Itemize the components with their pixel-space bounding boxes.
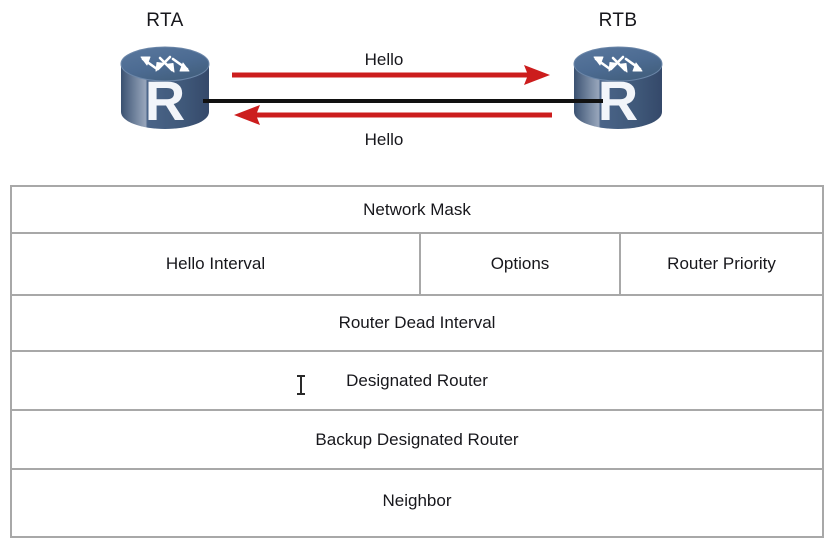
table-row: Router Dead Interval — [12, 296, 822, 352]
cell-hello-interval: Hello Interval — [12, 234, 421, 294]
ospf-hello-packet-table: Network Mask Hello Interval Options Rout… — [10, 185, 824, 538]
table-row: Designated Router — [12, 352, 822, 411]
ethernet-link-line — [203, 99, 603, 103]
cell-backup-designated-router: Backup Designated Router — [315, 429, 519, 449]
hello-label-bottom: Hello — [364, 130, 404, 149]
table-row: Backup Designated Router — [12, 411, 822, 470]
cell-router-priority: Router Priority — [667, 254, 776, 273]
cell-options: Options — [421, 234, 621, 294]
svg-text:R: R — [145, 69, 185, 132]
table-row: Neighbor — [12, 470, 822, 531]
router-rta[interactable]: RTA — [105, 10, 225, 140]
svg-text:R: R — [598, 69, 638, 132]
router-rta-label: RTA — [146, 10, 184, 31]
hello-arrow-rtb-to-rta — [234, 105, 552, 125]
router-icon: R — [113, 36, 217, 140]
topology-diagram: RTA — [0, 0, 835, 180]
cell-network-mask: Network Mask — [363, 199, 471, 219]
router-rtb[interactable]: RTB — [558, 10, 678, 140]
table-row: Hello Interval Options Router Priority — [12, 234, 822, 296]
cell-router-dead-interval: Router Dead Interval — [338, 313, 496, 332]
table-row: Network Mask — [12, 187, 822, 234]
cell-designated-router: Designated Router — [346, 370, 488, 390]
router-icon: R — [566, 36, 670, 140]
text-ibeam-cursor — [297, 375, 305, 395]
cell-neighbor: Neighbor — [382, 490, 452, 510]
hello-arrow-rta-to-rtb — [232, 65, 550, 85]
router-rtb-label: RTB — [598, 10, 638, 31]
hello-label-top: Hello — [364, 50, 404, 69]
